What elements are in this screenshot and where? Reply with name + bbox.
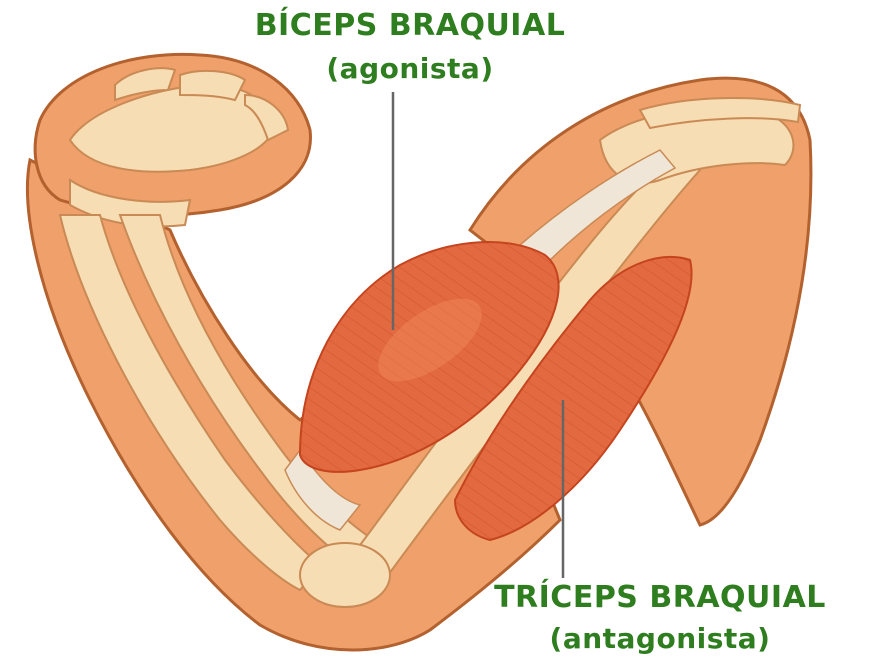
triceps-role-label: (antagonista) — [480, 622, 840, 655]
biceps-role-label: (agonista) — [240, 52, 580, 85]
biceps-label: BÍCEPS BRAQUIAL — [200, 8, 620, 43]
elbow-joint — [300, 543, 390, 607]
triceps-label: TRÍCEPS BRAQUIAL — [440, 580, 880, 615]
